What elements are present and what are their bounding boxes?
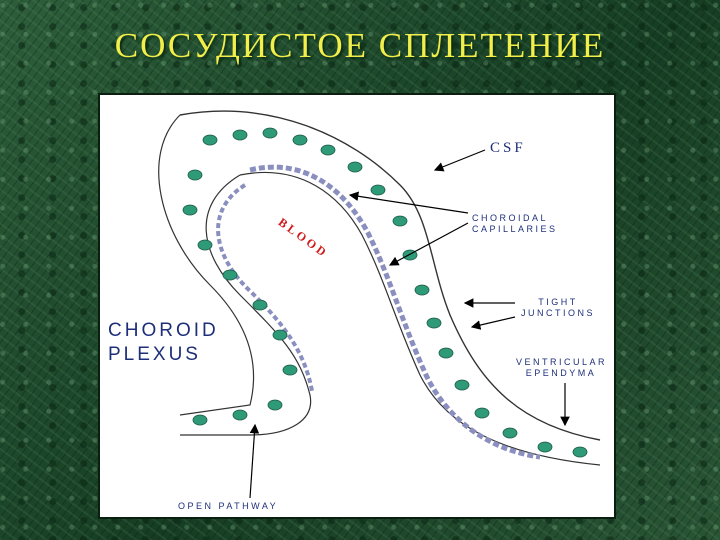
label-choroidal-capillaries: CHOROIDAL CAPILLARIES (472, 213, 558, 235)
choroid-plexus-diagram (158, 110, 601, 499)
choroidal-capillary (249, 164, 541, 460)
pointer-arrows (249, 149, 570, 499)
label-ventricular-ependyma: VENTRICULAR EPENDYMA (516, 357, 608, 379)
label-csf: CSF (490, 140, 526, 156)
slide-title: СОСУДИСТОЕ СПЛЕТЕНИЕ (114, 26, 606, 65)
epithelium-inner-edge (180, 174, 312, 436)
epithelium-outer-edge (179, 110, 601, 441)
choroidal-capillary-inner (216, 183, 314, 392)
epithelial-cells (182, 127, 588, 458)
label-choroid-plexus: CHOROID PLEXUS (108, 320, 219, 365)
epithelium-left-edge (158, 114, 255, 416)
label-open-pathway: OPEN PATHWAY (178, 501, 279, 511)
label-tight-junctions: TIGHT JUNCTIONS (521, 297, 595, 319)
diagram-panel: CSF BLOOD CHOROIDAL CAPILLARIES TIGHT JU… (98, 93, 616, 519)
